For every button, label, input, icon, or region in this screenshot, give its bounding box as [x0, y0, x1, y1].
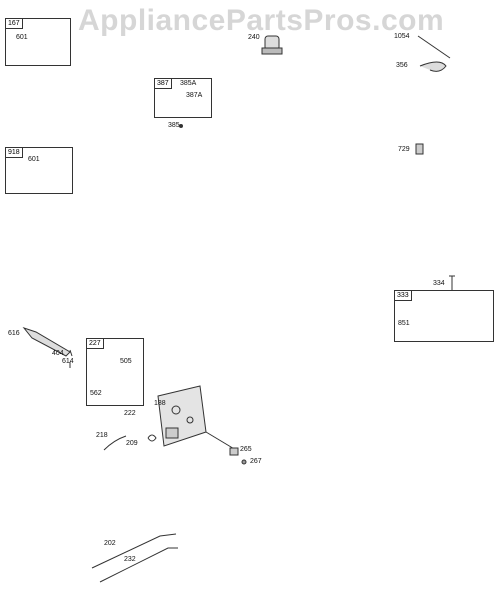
box-167: 167 — [5, 18, 71, 66]
box-387: 387 — [154, 78, 212, 118]
part-label-265: 265 — [240, 446, 252, 453]
part-label-614: 614 — [62, 358, 74, 365]
part-label-385A: 385A — [180, 80, 197, 87]
harness-356 — [419, 61, 447, 72]
part-label-232: 232 — [124, 556, 136, 563]
part-label-851: 851 — [398, 320, 410, 327]
watermark: AppliancePartsPros.com — [78, 4, 445, 37]
part-label-385: 385 — [168, 122, 180, 129]
part-label-505: 505 — [120, 358, 132, 365]
part-label-1054: 1054 — [394, 33, 410, 40]
knob-240 — [261, 35, 283, 55]
box-tag-227: 227 — [87, 339, 104, 349]
part-label-601-bottom: 601 — [28, 156, 40, 163]
spring-209 — [147, 434, 157, 442]
box-918: 918 — [5, 147, 73, 194]
box-tag-387: 387 — [155, 79, 172, 89]
cable-232 — [99, 547, 178, 583]
part-label-267: 267 — [250, 458, 262, 465]
leader-265 — [205, 431, 237, 451]
rod-202 — [91, 533, 177, 569]
lever-616 — [22, 326, 71, 357]
part-label-188: 188 — [154, 400, 166, 407]
link-218 — [103, 435, 127, 451]
part-label-729: 729 — [398, 146, 410, 153]
box-tag-333: 333 — [395, 291, 412, 301]
part-label-616: 616 — [8, 330, 20, 337]
screw-385 — [179, 124, 183, 128]
part-label-209: 209 — [126, 440, 138, 447]
box-tag-167: 167 — [6, 19, 23, 29]
box-333: 333 — [394, 290, 494, 342]
part-label-202: 202 — [104, 540, 116, 547]
clip-265 — [229, 447, 239, 456]
bolt-334 — [449, 275, 455, 290]
part-label-601-top: 601 — [16, 34, 28, 41]
part-label-240: 240 — [248, 34, 260, 41]
box-tag-918: 918 — [6, 148, 23, 158]
wire-1054 — [417, 35, 451, 59]
part-label-218: 218 — [96, 432, 108, 439]
part-label-387A: 387A — [186, 92, 203, 99]
part-label-356: 356 — [396, 62, 408, 69]
part-label-334: 334 — [433, 280, 445, 287]
part-label-562: 562 — [90, 390, 102, 397]
part-label-222: 222 — [124, 410, 136, 417]
bracket-222 — [157, 385, 207, 447]
clip-729 — [415, 143, 424, 155]
pin-404 — [69, 349, 73, 357]
box-227: 227 — [86, 338, 144, 406]
part-label-404: 404 — [52, 350, 64, 357]
screw-267 — [241, 459, 247, 465]
